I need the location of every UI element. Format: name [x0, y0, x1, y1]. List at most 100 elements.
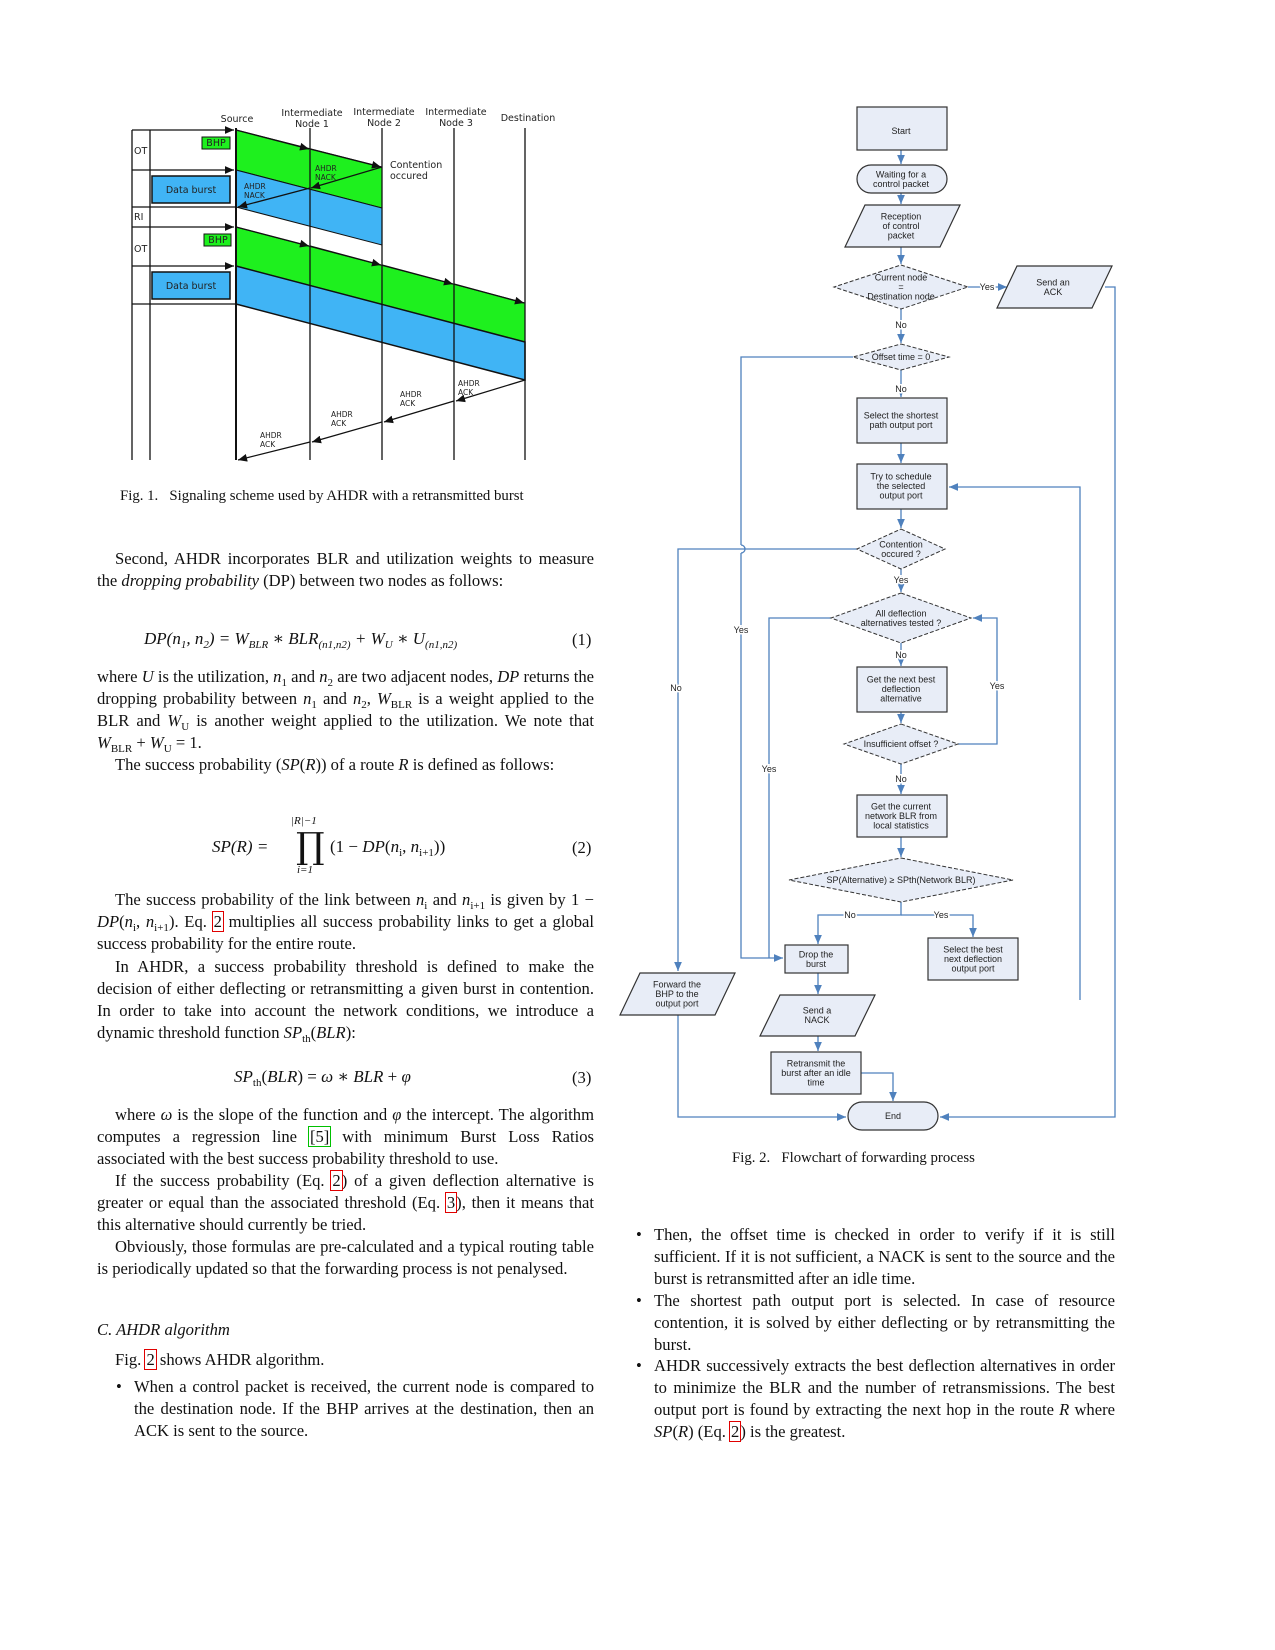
reference-link[interactable]: [5]: [307, 1126, 332, 1147]
text-run: )): [433, 837, 446, 856]
flowchart-nack-label: Send a: [803, 1005, 832, 1015]
ack-label: ACK: [260, 440, 276, 449]
nack-label: NACK: [315, 173, 337, 182]
equation-number: (3): [572, 1068, 592, 1087]
flowchart-try-label: Try to schedule: [870, 472, 931, 482]
math-symbol: n: [352, 689, 362, 708]
math-symbol: W: [370, 629, 385, 648]
reception-box: [844, 204, 961, 248]
flowchart-offset-label: Offset time = 0: [872, 352, 931, 362]
flowchart-select-best-label: Select the best: [943, 945, 1003, 955]
math-symbol: DP: [497, 667, 520, 686]
math-symbol: SP: [283, 1023, 303, 1042]
text-run: (DP) between two nodes as follows:: [258, 571, 504, 590]
branch-label-yes: Yes: [762, 764, 777, 774]
contention-label: Contention: [390, 160, 442, 171]
current-node-decision: [832, 264, 970, 310]
text-run: ) is the greatest.: [740, 1422, 846, 1441]
subscript: BLR: [110, 743, 133, 755]
reference-link[interactable]: 2: [211, 911, 224, 932]
text-run: Then, the offset time is checked in orde…: [654, 1225, 1115, 1288]
math-symbol: R: [398, 755, 409, 774]
branch-label-yes: Yes: [990, 681, 1005, 691]
reference-link[interactable]: 3: [444, 1192, 458, 1213]
branch-label-no: No: [895, 320, 907, 330]
equation-1: DP(n1, n2) = WBLR ∗ BLR(n1,n2) + WU ∗ U(…: [144, 629, 457, 651]
subscript: i+1: [419, 847, 434, 859]
flowchart-retransmit-label: Retransmit the: [787, 1059, 846, 1069]
text-run: are two adjacent nodes,: [333, 667, 498, 686]
math-symbol: n: [416, 890, 425, 909]
branch-label-no: No: [844, 910, 856, 920]
math-symbol: DP: [144, 629, 167, 648]
flowchart-try-label: the selected: [877, 481, 926, 491]
bullet-item: AHDR successively extracts the best defl…: [636, 1355, 1115, 1443]
text-run: (: [119, 912, 125, 931]
math-symbol: R: [305, 755, 316, 774]
section-heading: C. AHDR algorithm: [97, 1320, 230, 1339]
reference-link[interactable]: 2: [144, 1349, 157, 1370]
text-run: shows AHDR algorithm.: [155, 1350, 325, 1369]
bhp-label: BHP: [206, 138, 226, 149]
flowchart-blr-label: network BLR from: [865, 811, 937, 821]
math-symbol: n: [145, 912, 155, 931]
text-run: (: [310, 1023, 317, 1042]
paragraph: Second, AHDR incorporates BLR and utiliz…: [97, 548, 594, 592]
text-run: ∗: [268, 629, 289, 648]
text-run: In AHDR, a success probability threshold…: [97, 957, 594, 1042]
subscript: 2: [361, 699, 367, 711]
flowchart-retransmit-label: burst after an idle: [781, 1068, 851, 1078]
flowchart-current-label: Destination node: [867, 292, 935, 302]
forward-box: [619, 972, 736, 1016]
subscript: i: [132, 922, 137, 934]
math-symbol: BLR: [267, 1067, 298, 1086]
text-run: ), then it means that this alternative s…: [97, 1193, 594, 1234]
all-tested-decision: [829, 592, 973, 644]
paragraph: In AHDR, a success probability threshold…: [97, 956, 594, 1045]
paragraph: where U is the utilization, n1 and n2 ar…: [97, 666, 594, 755]
text-run: The shortest path output port is selecte…: [654, 1291, 1115, 1354]
reference-link[interactable]: 2: [330, 1170, 343, 1191]
flowchart-waiting-label: Waiting for a: [876, 169, 926, 179]
insufficient-offset-decision: [842, 723, 960, 765]
text-run: ). Eq.: [168, 912, 213, 931]
flowchart-blr-label: local statistics: [873, 821, 929, 831]
shortest-path-box: [856, 397, 948, 444]
subscript: i: [399, 847, 403, 859]
text-run: ) =: [208, 629, 235, 648]
math-symbol: W: [149, 733, 164, 752]
caption-text: Signaling scheme used by AHDR with a ret…: [169, 488, 524, 504]
flowchart-waiting-label: control packet: [873, 179, 930, 189]
text-run: is the slope of the function and: [172, 1105, 393, 1124]
header-node2: Node 2: [367, 118, 401, 129]
math-symbol: U: [412, 629, 426, 648]
math-symbol: n: [390, 837, 400, 856]
flowchart-reception-label: Reception: [881, 212, 922, 222]
next-best-box: [856, 666, 948, 713]
text-run: If the success probability (Eq.: [115, 1171, 332, 1190]
figure2-caption: Fig. 2. Flowchart of forwarding process: [732, 1150, 975, 1167]
header-source: Source: [221, 114, 254, 125]
subscript: U: [384, 639, 393, 651]
text-run: (1 −: [330, 837, 363, 856]
flowchart-forward-label: BHP to the: [655, 989, 698, 999]
reference-link[interactable]: 2: [729, 1421, 742, 1442]
text-run: When a control packet is received, the c…: [134, 1377, 594, 1440]
text-run: (: [672, 1422, 678, 1441]
blr-box: [856, 794, 948, 838]
branch-label-no: No: [895, 384, 907, 394]
math-symbol: W: [376, 689, 391, 708]
branch-label-yes: Yes: [894, 575, 909, 585]
text-run: is given by 1 −: [485, 890, 594, 909]
text-run: (: [299, 755, 306, 774]
text-run: the intercept. The algorithm computes a …: [97, 1105, 594, 1146]
subscript: 2: [327, 677, 334, 689]
ack-label: ACK: [331, 419, 347, 428]
math-symbol: R: [1059, 1400, 1070, 1419]
text-run: where: [97, 667, 142, 686]
caption-text: Flowchart of forwarding process: [781, 1150, 975, 1166]
offset-decision: [851, 343, 951, 371]
